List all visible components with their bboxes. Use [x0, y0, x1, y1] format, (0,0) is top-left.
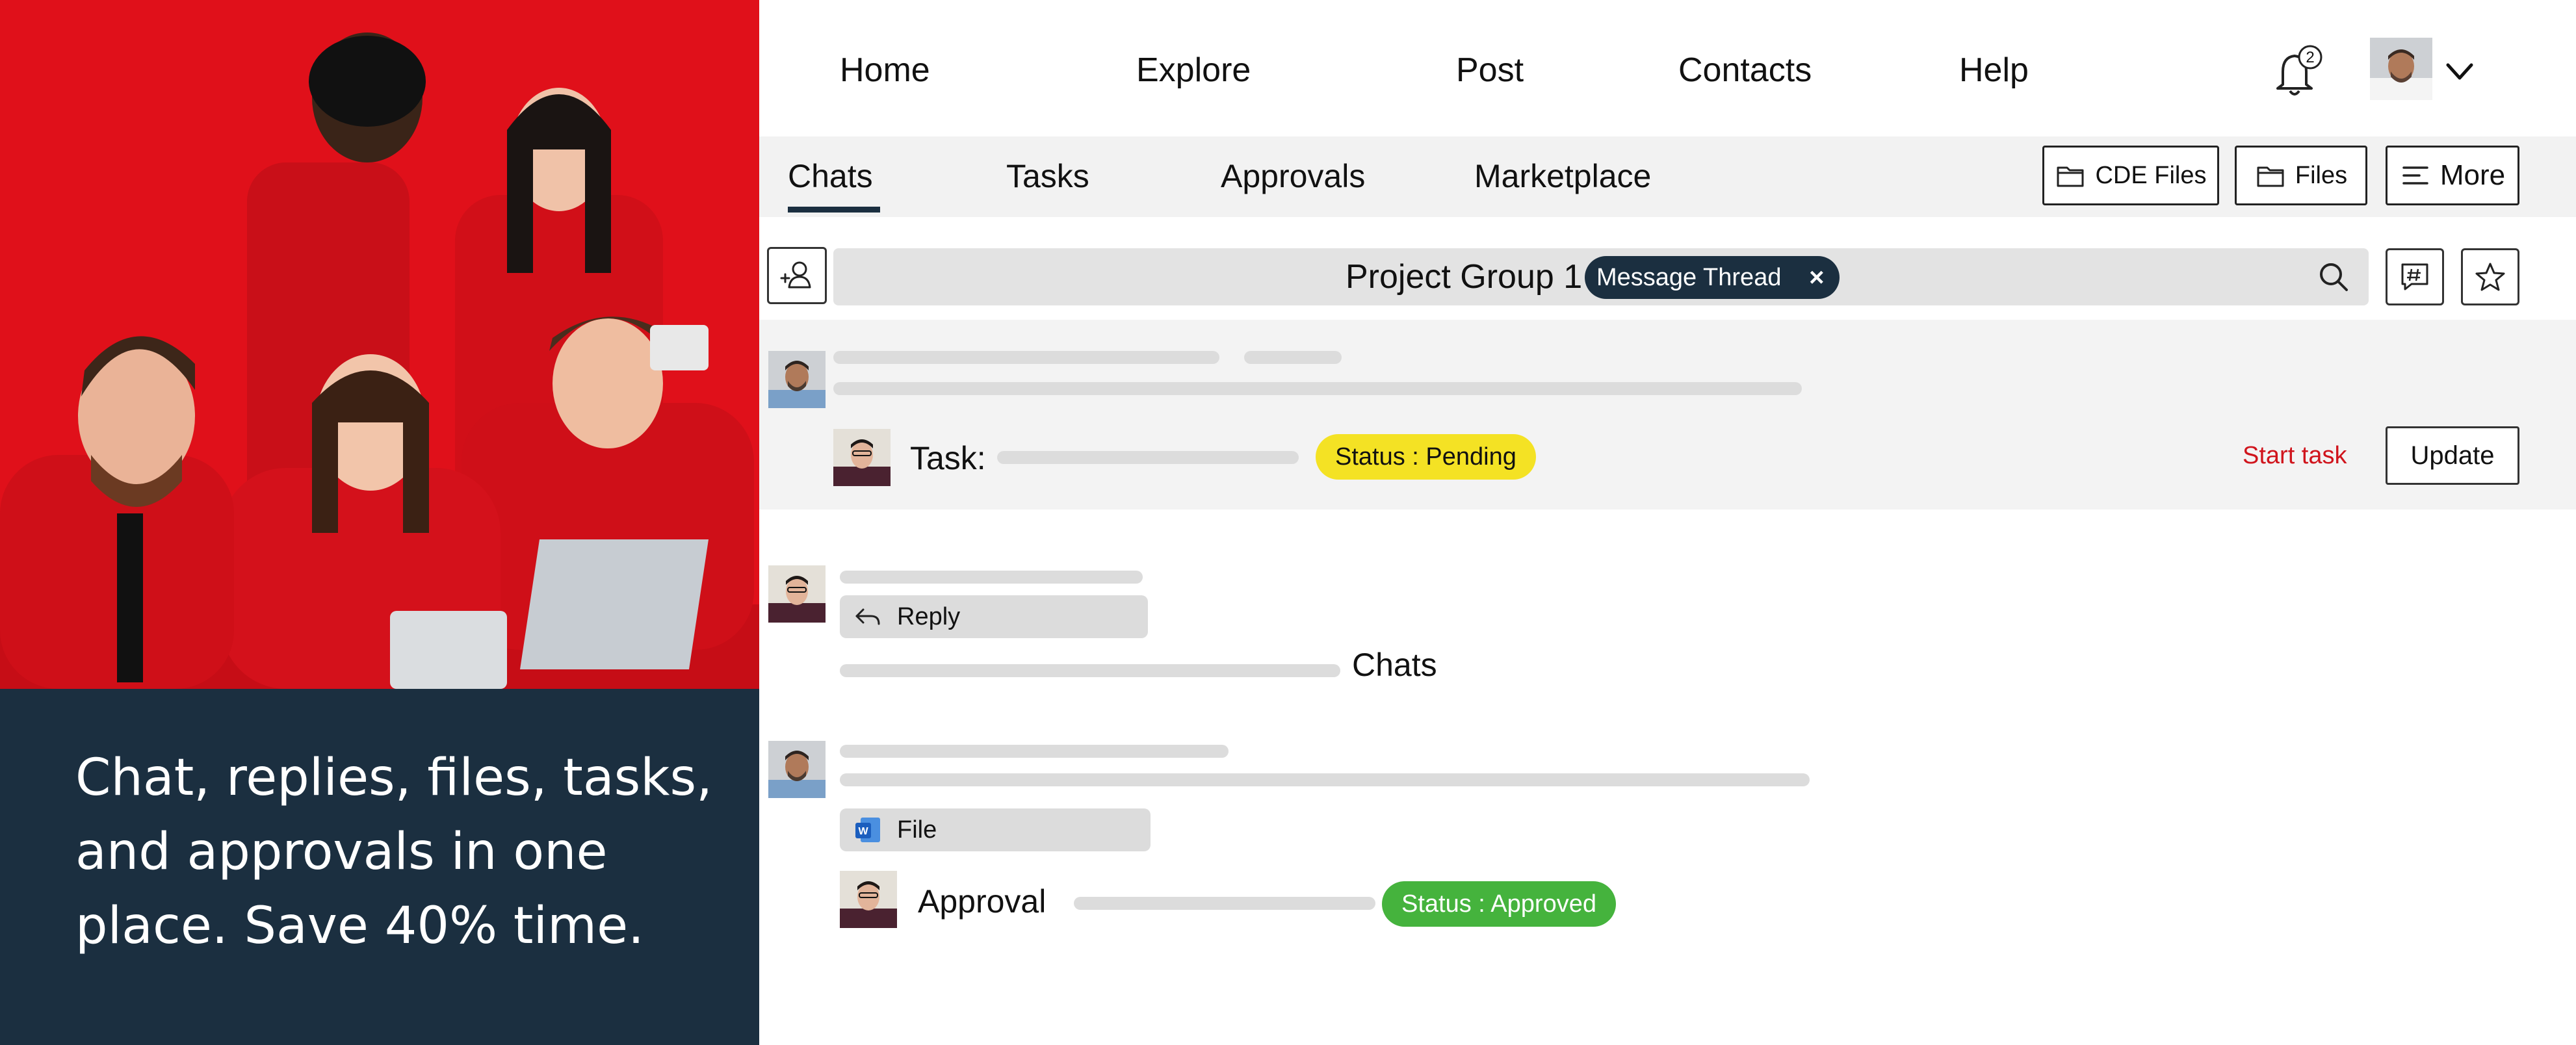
- file-attachment[interactable]: W File: [840, 808, 1151, 851]
- star-icon: [2475, 263, 2505, 291]
- nav-post[interactable]: Post: [1456, 51, 1524, 89]
- skeleton-line: [840, 571, 1143, 584]
- tab-marketplace[interactable]: Marketplace: [1474, 158, 1652, 194]
- notification-button[interactable]: 2: [2269, 43, 2327, 101]
- message-thread-chip: Message Thread ×: [1585, 256, 1840, 299]
- skeleton-line: [840, 745, 1229, 758]
- reply-arrow-icon: [855, 608, 880, 625]
- file-label: File: [897, 816, 937, 844]
- files-button[interactable]: Files: [2235, 146, 2367, 205]
- start-task-link[interactable]: Start task: [2243, 442, 2347, 469]
- avatar: [840, 871, 897, 928]
- thread-search-bar[interactable]: Project Group 1 Message Thread ×: [833, 248, 2369, 305]
- skeleton-line: [1074, 897, 1375, 910]
- hashtag-chat-button[interactable]: [2386, 248, 2444, 305]
- skeleton-line: [833, 382, 1802, 395]
- chip-label: Message Thread: [1596, 264, 1782, 291]
- hero-team-photo: [0, 0, 759, 689]
- search-icon[interactable]: [2315, 259, 2352, 295]
- add-user-icon: [780, 261, 811, 289]
- task-label: Task:: [910, 440, 986, 476]
- skeleton-line: [840, 664, 1340, 677]
- favorite-button[interactable]: [2461, 248, 2519, 305]
- hero-tagline-line: Chat, replies, files, tasks,: [75, 749, 712, 807]
- user-avatar[interactable]: [2370, 38, 2432, 100]
- nav-help[interactable]: Help: [1959, 51, 2029, 89]
- skeleton-line: [997, 451, 1299, 464]
- folder-icon: [2257, 166, 2284, 187]
- files-label: Files: [2295, 161, 2348, 189]
- svg-text:W: W: [858, 826, 868, 837]
- hashtag-message-icon: [2401, 263, 2428, 290]
- avatar: [768, 351, 826, 408]
- hero-tagline-line: and approvals in one: [75, 823, 608, 881]
- skeleton-line: [1244, 351, 1342, 364]
- reply-label: Reply: [897, 602, 961, 630]
- add-member-button[interactable]: [767, 247, 827, 304]
- group-name: Project Group 1: [1346, 258, 1583, 296]
- account-menu-toggle[interactable]: [2443, 55, 2477, 88]
- cde-files-label: CDE Files: [2095, 161, 2207, 189]
- word-document-icon: W: [855, 818, 880, 842]
- bell-icon: 2: [2276, 45, 2322, 96]
- top-nav: [759, 0, 2576, 136]
- task-message: [759, 320, 2576, 510]
- cde-files-button[interactable]: CDE Files: [2042, 146, 2219, 205]
- tab-chats[interactable]: Chats: [788, 158, 873, 194]
- reply-button[interactable]: Reply: [840, 595, 1148, 638]
- more-label: More: [2439, 159, 2506, 191]
- status-badge-pending: Status : Pending: [1316, 434, 1536, 480]
- more-button[interactable]: More: [2386, 146, 2519, 205]
- avatar: [833, 429, 891, 486]
- chip-close-icon[interactable]: ×: [1809, 263, 1825, 292]
- active-tab-indicator: [788, 207, 880, 213]
- hero-tagline-line: place. Save 40% time.: [75, 897, 644, 955]
- notification-count: 2: [2306, 49, 2314, 66]
- tab-tasks[interactable]: Tasks: [1006, 158, 1089, 194]
- nav-contacts[interactable]: Contacts: [1678, 51, 1812, 89]
- avatar: [768, 565, 826, 623]
- update-button[interactable]: Update: [2386, 426, 2519, 485]
- hero-tagline: Chat, replies, files, tasks, and approva…: [75, 741, 725, 963]
- approval-label: Approval: [918, 883, 1047, 920]
- nav-home[interactable]: Home: [840, 51, 930, 89]
- chats-label: Chats: [1352, 647, 1437, 683]
- menu-lines-icon: [2402, 166, 2428, 185]
- avatar: [768, 741, 826, 798]
- folder-icon: [2057, 166, 2084, 187]
- chevron-down-icon: [2446, 63, 2473, 80]
- skeleton-line: [840, 773, 1810, 786]
- nav-explore[interactable]: Explore: [1136, 51, 1251, 89]
- hero-panel: Chat, replies, files, tasks, and approva…: [0, 0, 759, 1045]
- tab-approvals[interactable]: Approvals: [1221, 158, 1366, 194]
- status-badge-approved: Status : Approved: [1382, 881, 1616, 927]
- skeleton-line: [833, 351, 1219, 364]
